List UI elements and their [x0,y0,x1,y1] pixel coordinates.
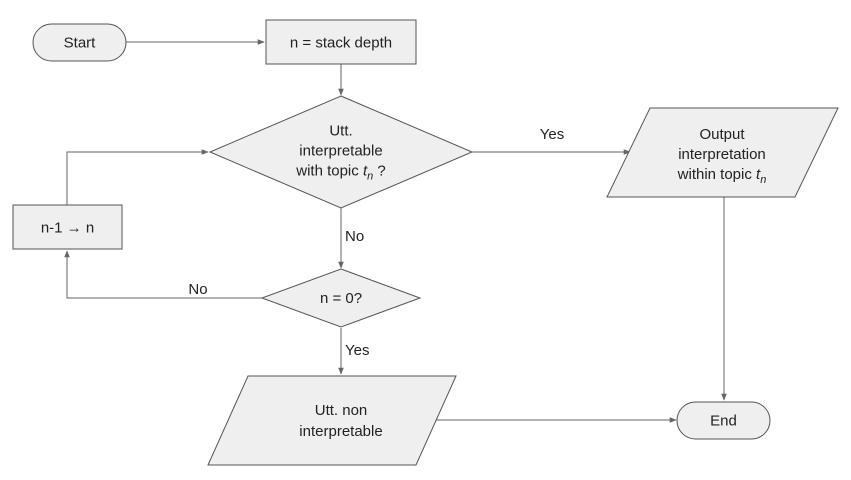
edges [64,39,727,423]
output-line-3: within topic tn [677,166,767,186]
edge-label-check-no: No [345,228,364,245]
non-interp-line-2: interpretable [299,423,382,440]
output-line-1: Output [699,126,745,143]
init-node: n = stack depth [265,19,417,65]
non-interp-node: Utt. non interpretable [207,375,457,466]
start-label: Start [64,35,97,52]
zero-check-label: n = 0? [320,290,362,307]
edge-label-zero-yes: Yes [345,342,369,359]
init-label: n = stack depth [290,35,392,52]
check-line-3: with topic tn ? [295,163,386,183]
zero-check-node: n = 0? [260,268,422,328]
decrement-node: n-1 → n [12,204,123,250]
output-node: Output interpretation within topic tn [606,107,839,198]
edge-label-check-yes: Yes [540,126,564,143]
decrement-label: n-1 → n [41,220,94,237]
edge-label-zero-no: No [188,281,207,298]
check-node: Utt. interpretable with topic tn ? [208,95,474,209]
edge-zero-check-to-decrement [64,250,262,299]
end-label: End [710,413,737,430]
edge-decrement-to-check [66,149,209,205]
non-interp-line-1: Utt. non [315,402,368,419]
check-line-2: interpretable [299,143,382,160]
end-node: End [676,401,771,440]
check-line-1: Utt. [329,123,352,140]
output-line-2: interpretation [678,146,766,163]
start-node: Start [32,23,127,62]
